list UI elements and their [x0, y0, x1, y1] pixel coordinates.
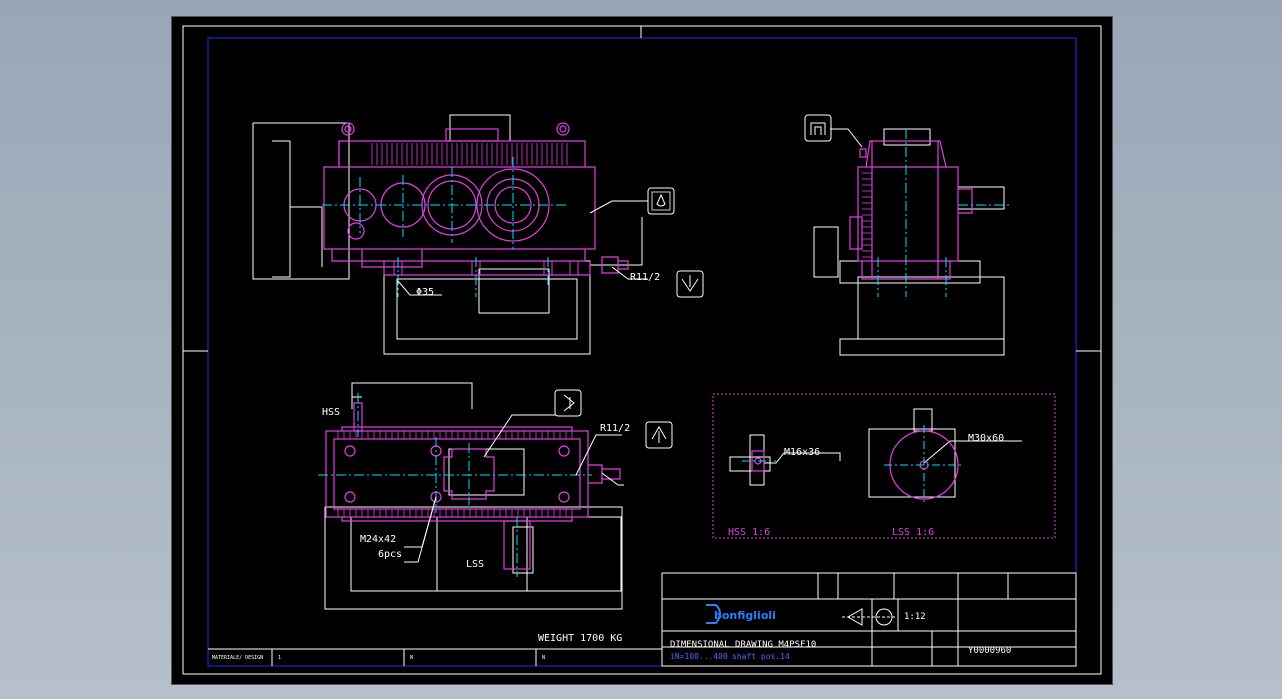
- plan-view: HSS R11/2 M24x42 6pcs LSS: [318, 382, 673, 610]
- label-m30: M30x60: [968, 433, 1004, 444]
- front-view: Φ35 R11/2: [252, 114, 704, 355]
- oil-level-icon: [647, 187, 675, 215]
- label-lss-detail: LSS 1:6: [892, 527, 934, 538]
- label-hss-detail: HSS 1:6: [728, 527, 770, 538]
- company-logo: bonfiglioli: [706, 604, 776, 624]
- title-block: bonfiglioli 1:12 DIMENSIONAL DRAWING M4P…: [208, 572, 1077, 667]
- breather-icon: [804, 114, 832, 142]
- inner-border: [207, 37, 1077, 667]
- row-3: N: [542, 655, 545, 661]
- ratio-range: iN=100...400: [670, 652, 728, 661]
- drawing-title: DIMENSIONAL DRAWING M4PSF10: [670, 640, 816, 650]
- side-view: [804, 114, 1010, 356]
- row-1: 1: [278, 655, 281, 661]
- label-r-plan: R11/2: [600, 423, 630, 434]
- label-weight: WEIGHT 1700 KG: [538, 633, 622, 644]
- outer-frame: [182, 25, 1102, 675]
- material-label: MATERIALE/ DESIGN: [212, 655, 263, 661]
- label-hss: HSS: [322, 407, 340, 418]
- label-r-top: R11/2: [630, 272, 660, 283]
- label-lss: LSS: [466, 559, 484, 570]
- dim-diameter-35: Φ35: [416, 287, 434, 298]
- oil-vent-icon: [645, 421, 673, 449]
- label-m16: M16x36: [784, 447, 820, 458]
- label-6pcs: 6pcs: [378, 549, 402, 560]
- drawing-sheet: Φ35 R11/2: [182, 25, 1102, 675]
- label-m24: M24x42: [360, 534, 396, 545]
- cad-viewport[interactable]: Φ35 R11/2: [171, 16, 1113, 685]
- shaft-details: M16x36 M30x60 HSS 1:6 LSS 1:6: [712, 393, 1056, 539]
- row-2: N: [410, 655, 413, 661]
- drawing-number: Y0000960: [968, 646, 1011, 656]
- oil-fill-icon: [554, 389, 582, 417]
- projection-symbol-icon: [842, 608, 896, 626]
- company-name: bonfiglioli: [714, 609, 776, 622]
- detail-box: [712, 393, 1056, 539]
- oil-drain-icon: [676, 270, 704, 298]
- shaft-position: shaft pos.14: [732, 652, 790, 661]
- drawing-scale: 1:12: [904, 612, 926, 622]
